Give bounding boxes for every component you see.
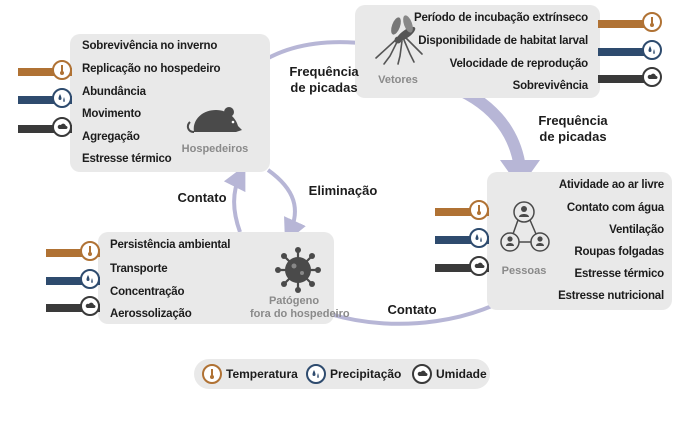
thermometer-icon <box>202 364 222 384</box>
thermometer-icon <box>80 241 100 261</box>
cloud-humidity-icon <box>80 296 100 316</box>
vectors-item: Velocidade de reprodução <box>449 58 589 70</box>
temperature-strip <box>8 60 72 84</box>
cloud-humidity-icon <box>469 256 489 276</box>
hosts-item: Agregação <box>82 131 140 143</box>
vectors-item: Período de incubação extrínseco <box>413 12 588 24</box>
people-item: Contato com água <box>566 202 664 214</box>
legend-precipitation: Precipitação <box>330 367 402 381</box>
hosts-label: Hospedeiros <box>181 143 249 155</box>
thermometer-icon <box>469 200 489 220</box>
pathogen-label-line1: Patógeno <box>268 295 320 307</box>
bite-frequency-people-label-line2: de picadas <box>539 129 607 144</box>
contact-hosts-label: Contato <box>177 190 227 205</box>
pathogen-item: Persistência ambiental <box>110 239 231 251</box>
cloud-humidity-icon <box>642 67 662 87</box>
pathogen-item: Aerossolização <box>110 308 192 320</box>
people-item: Atividade ao ar livre <box>558 179 664 191</box>
cloud-humidity-icon <box>412 364 432 384</box>
precipitation-strip <box>8 88 72 112</box>
contact-people-label: Contato <box>387 302 437 317</box>
pathogen-label-line2: fora do hospedeiro <box>250 308 350 320</box>
raindrops-icon <box>642 40 662 60</box>
people-item: Estresse térmico <box>574 268 665 280</box>
humidity-strip <box>425 256 489 280</box>
rat-icon <box>186 107 242 133</box>
hosts-box <box>70 34 270 172</box>
people-item: Roupas folgadas <box>574 246 664 258</box>
raindrops-icon <box>52 88 72 108</box>
temperature-strip <box>36 241 100 265</box>
cloud-humidity-icon <box>52 117 72 137</box>
bite-frequency-hosts-label-line2: de picadas <box>290 80 358 95</box>
temperature-strip <box>425 200 489 224</box>
humidity-strip <box>36 296 100 320</box>
precipitation-strip <box>425 228 489 252</box>
humidity-strip <box>598 67 662 91</box>
bite-frequency-hosts-label-line1: Frequência <box>289 64 359 79</box>
bite-frequency-people-label-line1: Frequência <box>538 113 608 128</box>
thermometer-icon <box>642 12 662 32</box>
arrow-hosts-to-pathogen <box>266 168 306 243</box>
raindrops-icon <box>469 228 489 248</box>
elimination-label: Eliminação <box>308 183 378 198</box>
people-label: Pessoas <box>501 265 547 277</box>
mosquito-icon <box>375 15 423 65</box>
arrow-pathogen-to-hosts <box>223 165 246 233</box>
vectors-label: Vetores <box>378 74 418 86</box>
people-network-icon <box>500 201 550 252</box>
legend-temperature: Temperatura <box>226 367 298 381</box>
hosts-item: Sobrevivência no inverno <box>82 40 218 52</box>
hosts-item: Replicação no hospedeiro <box>82 63 221 75</box>
precipitation-strip <box>36 269 100 293</box>
people-box <box>487 172 672 310</box>
people-item: Estresse nutricional <box>558 290 664 302</box>
pathogen-item: Concentração <box>110 286 185 298</box>
virus-icon <box>275 247 321 293</box>
hosts-item: Estresse térmico <box>82 153 172 165</box>
vectors-item: Disponibilidade de habitat larval <box>418 35 588 47</box>
thermometer-icon <box>52 60 72 80</box>
raindrops-icon <box>80 269 100 289</box>
humidity-strip <box>8 117 72 141</box>
hosts-item: Movimento <box>82 108 141 120</box>
temperature-strip <box>598 12 662 36</box>
legend: Temperatura Precipitação Umidade <box>194 359 490 389</box>
legend-humidity: Umidade <box>436 367 487 381</box>
raindrops-icon <box>306 364 326 384</box>
precipitation-strip <box>598 40 662 64</box>
vectors-item: Sobrevivência <box>512 80 589 92</box>
pathogen-item: Transporte <box>110 263 168 275</box>
hosts-item: Abundância <box>82 86 146 98</box>
people-item: Ventilação <box>609 224 664 236</box>
